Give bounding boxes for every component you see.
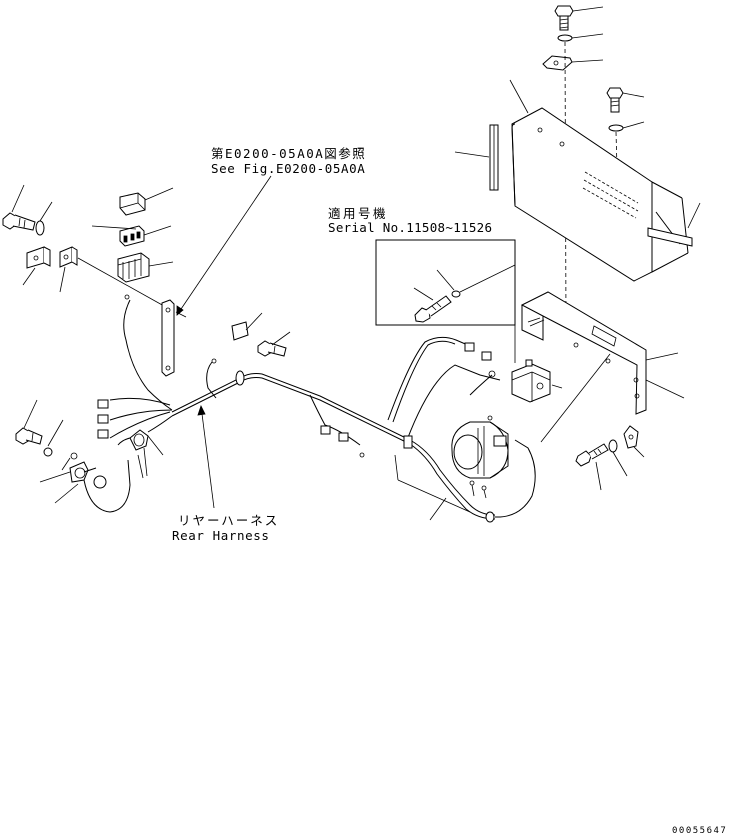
harness-clamp-3	[129, 429, 149, 451]
relay-body	[117, 252, 150, 283]
top-washer	[557, 34, 573, 42]
serial-applicability-box	[375, 239, 516, 326]
serial-washer	[451, 290, 461, 298]
figure-reference-ja: 第E0200-05A0A図参照	[211, 146, 367, 161]
connector-1	[464, 342, 475, 352]
mounting-bracket	[520, 291, 647, 415]
cover-washer	[608, 124, 624, 132]
long-bracket	[161, 299, 187, 377]
left-washer-1	[35, 220, 45, 236]
side-strip	[647, 227, 693, 247]
left-bolt-1	[2, 212, 36, 231]
seal-strip	[489, 124, 499, 191]
relay-bracket-1	[26, 246, 51, 269]
rear-harness	[171, 336, 501, 458]
serial-note-ja: 適用号機	[328, 206, 389, 221]
wire-plug-1	[97, 399, 109, 409]
drawing-number: 00055647	[672, 826, 728, 836]
harness-bolt	[257, 340, 287, 357]
relay-bracket-2	[59, 246, 78, 268]
harness-sleeve	[485, 511, 495, 523]
bracket-bolt	[575, 443, 609, 467]
figure-reference-en: See Fig.E0200-05A0A	[211, 161, 366, 176]
serial-bolt	[414, 295, 452, 323]
grommet	[93, 475, 107, 489]
wire-plug-2	[97, 414, 109, 424]
washer-plate	[231, 321, 249, 341]
harness-clamp-2	[403, 435, 413, 449]
connector-4	[338, 432, 349, 442]
bracket-clamp	[623, 425, 639, 449]
serial-note-en: Serial No.11508~11526	[328, 220, 493, 235]
top-clip	[542, 55, 573, 71]
relay-socket	[119, 225, 145, 247]
relay-cap	[119, 192, 146, 216]
harness-label-en: Rear Harness	[172, 528, 270, 543]
left-branch-wires	[123, 299, 173, 411]
connector-3	[320, 425, 331, 435]
bracket-washer	[608, 439, 618, 453]
starter-motor	[451, 421, 509, 499]
battery-relay	[511, 359, 551, 403]
wire-plug-3	[97, 429, 109, 439]
left-bolt-2	[15, 427, 43, 445]
harness-label-ja: リヤーハーネス	[178, 513, 280, 528]
cover-box	[511, 107, 689, 282]
connector-2	[481, 351, 492, 361]
cable-clip	[69, 461, 97, 483]
harness-clamp-1	[235, 370, 245, 386]
left-washer-2	[43, 447, 53, 457]
cover-bolt	[606, 87, 624, 113]
top-bolt	[554, 5, 574, 31]
